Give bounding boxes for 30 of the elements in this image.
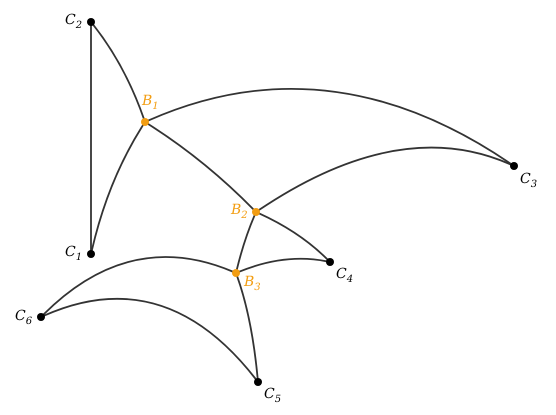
curve-line bbox=[44, 298, 257, 380]
point-dot bbox=[232, 269, 240, 277]
curve-line bbox=[42, 256, 234, 316]
point-label: B$_{2}$ bbox=[231, 203, 248, 221]
curve-line bbox=[238, 258, 327, 273]
curve-line bbox=[236, 276, 259, 379]
point-dot bbox=[510, 162, 518, 170]
point-label: B$_{1}$ bbox=[142, 94, 159, 112]
point-dot bbox=[141, 118, 149, 126]
point-dot bbox=[37, 313, 45, 321]
curve-line bbox=[90, 124, 144, 251]
point-dot bbox=[326, 258, 334, 266]
curve-line bbox=[92, 24, 145, 119]
curve-line bbox=[258, 146, 512, 211]
point-dot bbox=[254, 378, 262, 386]
point-label: C$_{1}$ bbox=[65, 245, 82, 263]
point-label: C$_{4}$ bbox=[336, 267, 354, 285]
point-dot bbox=[87, 250, 95, 258]
point-dot bbox=[87, 18, 95, 26]
point-label: C$_{2}$ bbox=[65, 13, 82, 31]
point-dot bbox=[252, 208, 260, 216]
curve-line bbox=[258, 212, 328, 260]
curve-line bbox=[90, 26, 92, 250]
curve-line bbox=[147, 123, 254, 210]
point-label: C$_{3}$ bbox=[520, 172, 538, 190]
curve-line bbox=[236, 214, 256, 270]
point-label: B$_{3}$ bbox=[244, 275, 261, 293]
point-label: C$_{5}$ bbox=[264, 387, 282, 405]
curve-line bbox=[148, 88, 512, 165]
point-label: C$_{6}$ bbox=[15, 309, 32, 327]
